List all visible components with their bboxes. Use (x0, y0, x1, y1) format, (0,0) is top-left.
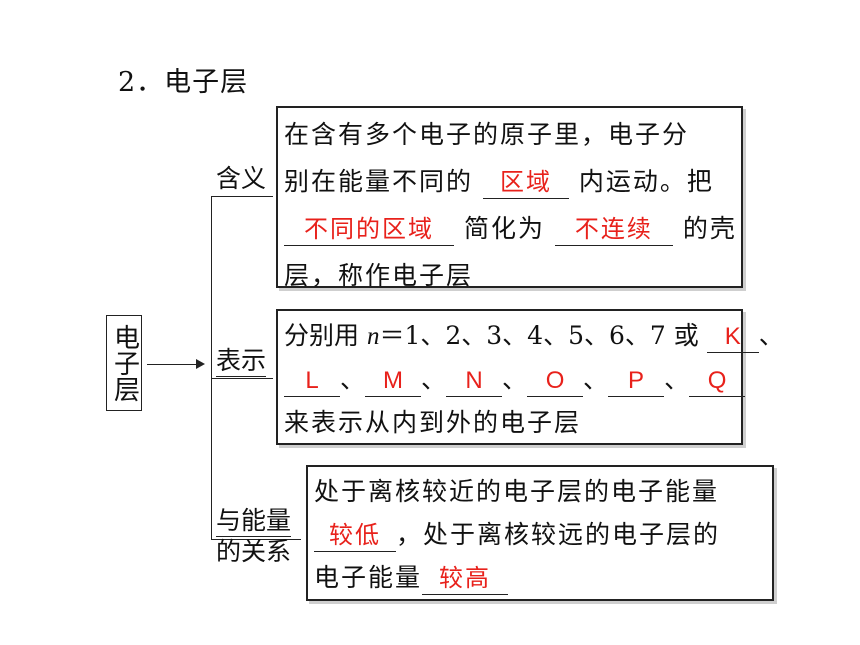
arrow-head-icon (196, 359, 205, 369)
representation-line-2: L、M、N、O、P、Q (284, 358, 746, 401)
meaning-line-3: 不同的区域 简化为 不连续 的壳 (284, 205, 735, 252)
meaning-box: 在含有多个电子的原子里，电子分 别在能量不同的 区域 内运动。把 不同的区域 简… (276, 106, 743, 290)
meaning-line-2: 别在能量不同的 区域 内运动。把 (284, 158, 735, 205)
answer-blank-discontinuous: 不连续 (554, 215, 673, 246)
answer-blank-P: P (608, 366, 665, 397)
section-heading: 2．电子层 (118, 67, 249, 98)
representation-line-1: 分别用 n＝1、2、3、4、5、6、7 或 K、 (284, 314, 784, 358)
answer-blank-higher: 较高 (422, 564, 509, 595)
energy-line-2-post: ，处于离核较远的电子层的 (396, 520, 721, 549)
branch-bracket (211, 196, 212, 539)
answer-blank-N: N (446, 366, 503, 397)
branch-label-meaning: 含义 (216, 164, 267, 193)
branch-connector-meaning (211, 196, 273, 197)
answer-blank-O: O (527, 366, 584, 397)
root-node-box: 电子层 (106, 315, 142, 411)
meaning-line-1: 在含有多个电子的原子里，电子分 (284, 120, 690, 149)
separator: 、 (340, 365, 366, 394)
energy-line-3-pre: 电子能量 (314, 563, 423, 592)
energy-line-2: 较低，处于离核较远的电子层的 (314, 513, 766, 556)
arrow-line (147, 364, 199, 365)
separator: 、 (583, 365, 609, 394)
branch-connector-energy (211, 539, 301, 540)
answer-blank-region: 区域 (482, 168, 569, 199)
separator: 、 (664, 365, 690, 394)
separator: 、 (758, 321, 784, 350)
branch-label-energy: 与能量 的关系 (216, 506, 292, 567)
branch-label-representation: 表示 (216, 346, 267, 377)
answer-blank-M: M (365, 366, 422, 397)
answer-blank-L: L (284, 366, 340, 397)
meaning-line-3-post: 的壳 (682, 214, 737, 243)
meaning-line-2-pre: 别在能量不同的 (284, 167, 474, 196)
representation-line-1-pre: 分别用 (284, 321, 360, 350)
meaning-line-2-post: 内运动。把 (578, 167, 714, 196)
branch-connector-representation (211, 378, 273, 379)
separator: 、 (502, 365, 528, 394)
separator: 、 (421, 365, 447, 394)
variable-n: n (366, 323, 380, 350)
energy-box: 处于离核较近的电子层的电子能量 较低，处于离核较远的电子层的 电子能量较高 (306, 465, 774, 601)
meaning-line-3-mid: 简化为 (463, 214, 545, 243)
branch-label-energy-line-2: 的关系 (216, 537, 292, 566)
representation-line-3: 来表示从内到外的电子层 (284, 408, 582, 437)
representation-line-1-mid: ＝1、2、3、4、5、6、7 或 (379, 321, 699, 350)
answer-blank-different-regions: 不同的区域 (284, 215, 454, 246)
answer-blank-lower: 较低 (314, 521, 396, 552)
energy-line-1: 处于离核较近的电子层的电子能量 (314, 477, 720, 506)
branch-label-energy-line-1: 与能量 (216, 506, 292, 537)
answer-blank-K: K (706, 322, 759, 353)
answer-blank-Q: Q (689, 366, 746, 397)
representation-box: 分别用 n＝1、2、3、4、5、6、7 或 K、 L、M、N、O、P、Q 来表示… (276, 309, 784, 445)
meaning-line-4: 层，称作电子层 (284, 261, 474, 290)
energy-line-3: 电子能量较高 (314, 556, 766, 599)
